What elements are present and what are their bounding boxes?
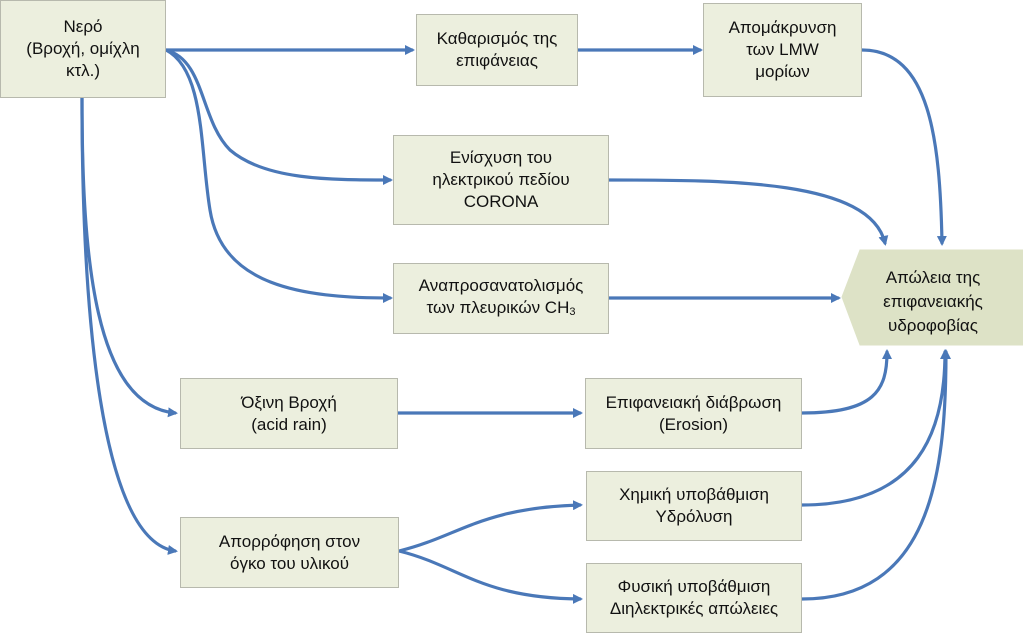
result-label: Απώλεια της επιφανειακής υδροφοβίας: [858, 262, 1008, 342]
corona-line-3: CORONA: [463, 192, 539, 211]
arrow-absorption-to-chemical: [397, 500, 583, 553]
lmw-removal-box: Απομάκρυνση των LMW μορίων: [703, 3, 862, 97]
lmw-removal-line-1: Απομάκρυνση: [728, 18, 837, 37]
erosion-line-1: Επιφανειακή διάβρωση: [605, 392, 782, 412]
surface-cleaning-line-2: επιφάνειας: [456, 51, 538, 70]
result-line-3: υδροφοβίας: [888, 316, 978, 335]
erosion-line-2: (Erosion): [659, 414, 728, 434]
lmw-removal-line-2: των LMW: [746, 40, 819, 59]
corona-box: Ενίσχυση του ηλεκτρικού πεδίου CORONA: [393, 135, 609, 225]
chemical-degradation-box: Χημική υποβάθμιση Υδρόλυση: [586, 471, 802, 541]
arrow-erosion-to-result: [800, 349, 892, 415]
arrow-water-to-absorption: [80, 96, 178, 555]
surface-cleaning-line-1: Καθαρισμός της: [436, 29, 558, 48]
reorientation-line-2-text: των πλευρικών CH: [426, 297, 570, 317]
arrow-physical-to-result: [800, 349, 951, 601]
reorientation-line-2: των πλευρικών CH3: [427, 297, 576, 323]
chemical-line-2: Υδρόλυση: [655, 507, 733, 526]
arrow-water-to-corona: [164, 48, 393, 185]
corona-line-1: Ενίσχυση του: [449, 148, 553, 167]
absorption-line-2: όγκο του υλικού: [230, 553, 349, 573]
absorption-line-1: Απορρόφηση στον: [218, 531, 361, 551]
acid-rain-line-1: Όξινη Βροχή: [241, 392, 337, 412]
acid-rain-line-2: (acid rain): [251, 414, 327, 434]
surface-cleaning-box: Καθαρισμός της επιφάνειας: [416, 14, 578, 86]
result-line-2: επιφανειακής: [883, 292, 983, 311]
chemical-line-1: Χημική υποβάθμιση: [619, 485, 769, 504]
water-line-1: Νερό: [63, 17, 103, 36]
physical-line-1: Φυσική υποβάθμιση: [617, 577, 771, 596]
physical-line-2: Διηλεκτρικές απώλειες: [609, 599, 779, 618]
erosion-box: Επιφανειακή διάβρωση (Erosion): [585, 378, 802, 449]
physical-degradation-box: Φυσική υποβάθμιση Διηλεκτρικές απώλειες: [586, 563, 802, 633]
reorientation-line-1: Αναπροσανατολισμός: [418, 275, 584, 295]
absorption-box: Απορρόφηση στον όγκο του υλικού: [180, 517, 399, 588]
result-line-1: Απώλεια της: [885, 268, 981, 287]
water-line-3: κτλ.): [65, 61, 101, 80]
arrow-water-to-reorientation: [164, 48, 393, 303]
water-line-2: (Βροχή, ομίχλη: [26, 39, 140, 58]
arrow-chemical-to-result: [800, 349, 950, 507]
result-shape: [841, 249, 1023, 346]
arrow-absorption-to-physical: [397, 549, 583, 604]
arrow-corona-to-result: [607, 178, 889, 246]
acid-rain-box: Όξινη Βροχή (acid rain): [180, 378, 398, 449]
arrow-lmw-to-result: [860, 48, 947, 246]
reorientation-subscript: 3: [569, 305, 576, 318]
corona-line-2: ηλεκτρικού πεδίου: [432, 170, 570, 189]
lmw-removal-line-3: μορίων: [755, 62, 810, 81]
reorientation-box: Αναπροσανατολισμός των πλευρικών CH3: [393, 263, 609, 334]
water-source-box: Νερό (Βροχή, ομίχλη κτλ.): [0, 0, 166, 98]
